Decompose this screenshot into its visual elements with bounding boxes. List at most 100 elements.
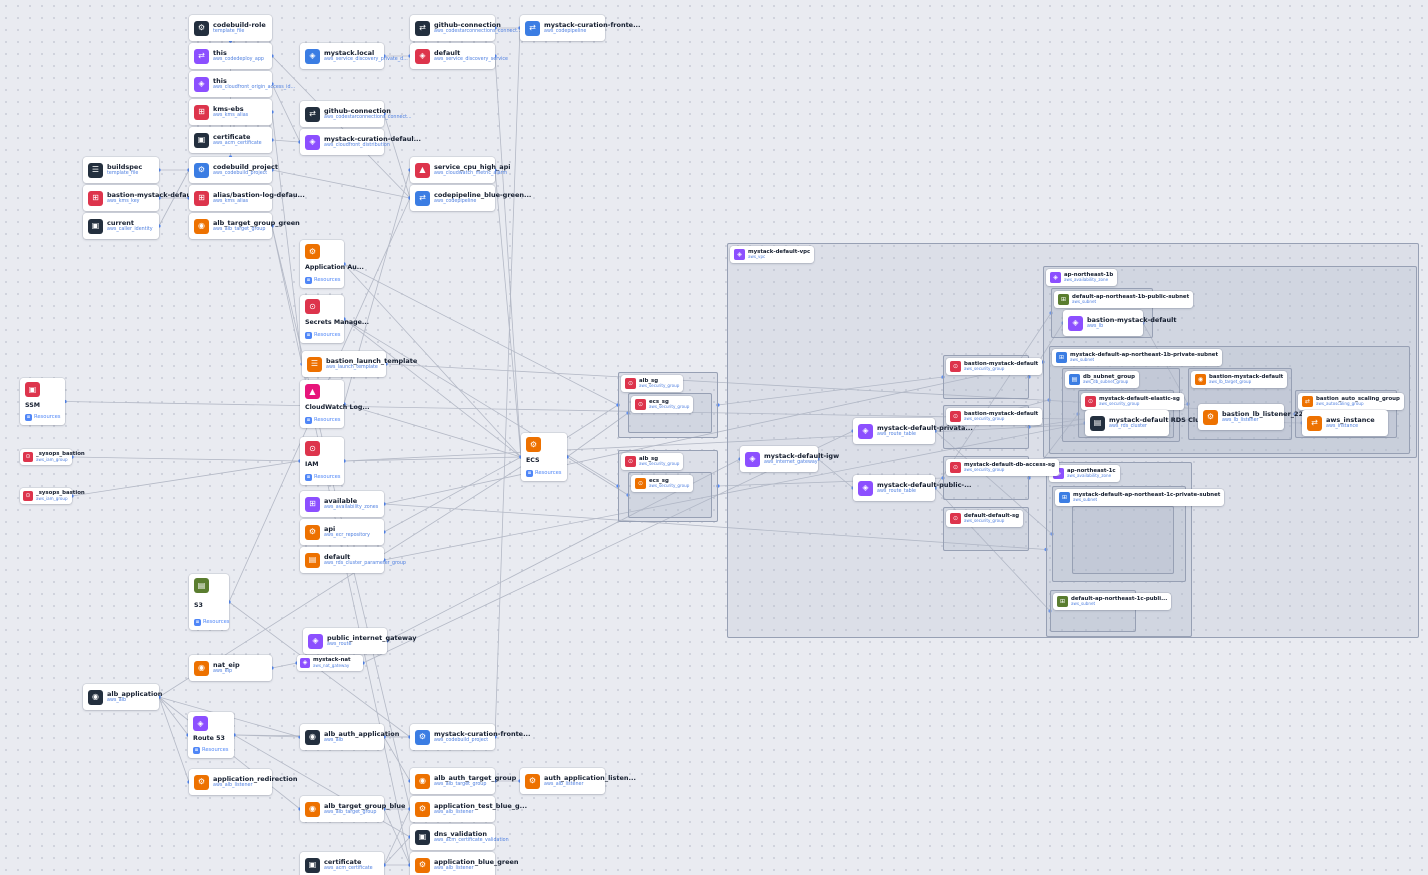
group-cloudwatch-logs[interactable]: ▲CloudWatch Log...≣Resources <box>300 380 370 428</box>
node-mystack-curation-frontend-pipeline[interactable]: ⇄mystack-curation-fronte...aws_codepipel… <box>520 15 641 41</box>
resources-icon: ≣ <box>25 413 32 421</box>
subnet-box-1c-public-header[interactable]: ⊞default-ap-northeast-1c-publi...aws_sub… <box>1053 593 1172 610</box>
group-application-autoscaling[interactable]: ⚙Application Au...≣Resources <box>300 240 364 288</box>
node-api-ecr-icon: ⚙ <box>305 524 320 540</box>
node-mystack-curation-default[interactable]: ◈mystack-curation-defaul...aws_cloudfron… <box>300 129 421 155</box>
node-mystack-default-public-rt[interactable]: ◈mystack-default-public-...aws_route_tab… <box>853 475 972 501</box>
resources-label: Resources <box>203 619 230 626</box>
node-title: aws_instance <box>1326 416 1375 425</box>
group-s3[interactable]: ▤S3≣Resources <box>189 574 230 630</box>
node-subtitle: aws_service_discovery_service <box>434 57 508 63</box>
group-iam[interactable]: ⊙IAM≣Resources <box>300 437 344 485</box>
: availableaws_availability_zones <box>324 497 378 511</box>
node-mystack-default-igw-icon: ◈ <box>745 451 760 467</box>
node-subtitle: aws_nat_gateway <box>313 662 350 668</box>
group-secrets-manager[interactable]: ⊙Secrets Manage...≣Resources <box>300 295 369 343</box>
group-title: CloudWatch Log... <box>305 404 370 412</box>
node-mystack-default-private-rt[interactable]: ◈mystack-default-privata...aws_route_tab… <box>853 418 973 444</box>
subnet-box-1b-private-header[interactable]: ⊞mystack-default-ap-northeast-1b-private… <box>1052 349 1223 366</box>
: alb_auth_target_groupaws_alb_target_grou… <box>434 774 516 788</box>
group-ssm[interactable]: ▣SSM≣Resources <box>20 378 65 425</box>
node-subtitle: aws_codedeploy_app <box>213 57 264 63</box>
node-auth-application-listener[interactable]: ⚙auth_application_listen...aws_alb_liste… <box>520 768 636 794</box>
subnet-inner-box-1c[interactable] <box>1072 506 1174 574</box>
node-mystack-curation-frontend-codebuild[interactable]: ⚙mystack-curation-fronte...aws_codebuild… <box>410 724 531 750</box>
: mystack-default RDS Clu...aws_rds_cluste… <box>1109 416 1207 430</box>
: mystack-default-privata...aws_route_tabl… <box>877 424 973 438</box>
node-codepipeline-blue-green[interactable]: ⇄codepipeline_blue-green...aws_codepipel… <box>410 185 531 211</box>
: default-ap-northeast-1b-public-subnetaws… <box>1072 294 1189 306</box>
node-mystack-default-rds-cluster[interactable]: ▤mystack-default RDS Clu...aws_rds_clust… <box>1085 410 1207 436</box>
node-github-connection-top-icon: ⇄ <box>415 20 430 36</box>
node-title: kms-ebs <box>213 105 244 114</box>
node-alb-application-icon: ◉ <box>88 689 103 705</box>
group-route53-icon: ◈ <box>193 716 208 731</box>
group-route53[interactable]: ◈Route 53≣Resources <box>188 712 234 758</box>
node-application-test-blue-green[interactable]: ⚙application_test_blue_g...aws_alb_liste… <box>410 796 527 822</box>
node-title: public_internet_gateway <box>327 634 417 643</box>
node-subtitle: aws_codestarconnections_connect... <box>324 115 412 121</box>
group-ecs[interactable]: ⚙ECS≣Resources <box>521 433 567 481</box>
sg-box-mystack-default-elastic-sg-icon: ⊙ <box>1085 396 1096 407</box>
node-title: alias/bastion-log-defau... <box>213 191 305 200</box>
group-title: SSM <box>25 401 41 409</box>
node-alias-bastion-log[interactable]: ⊞alias/bastion-log-defau...aws_kms_alias <box>189 185 305 211</box>
node-available-icon: ⊞ <box>305 496 320 512</box>
subnet-box-1c-private-header[interactable]: ⊞mystack-default-ap-northeast-1c-private… <box>1055 489 1225 506</box>
sg-box-default-default-sg-icon: ⊙ <box>950 513 961 524</box>
